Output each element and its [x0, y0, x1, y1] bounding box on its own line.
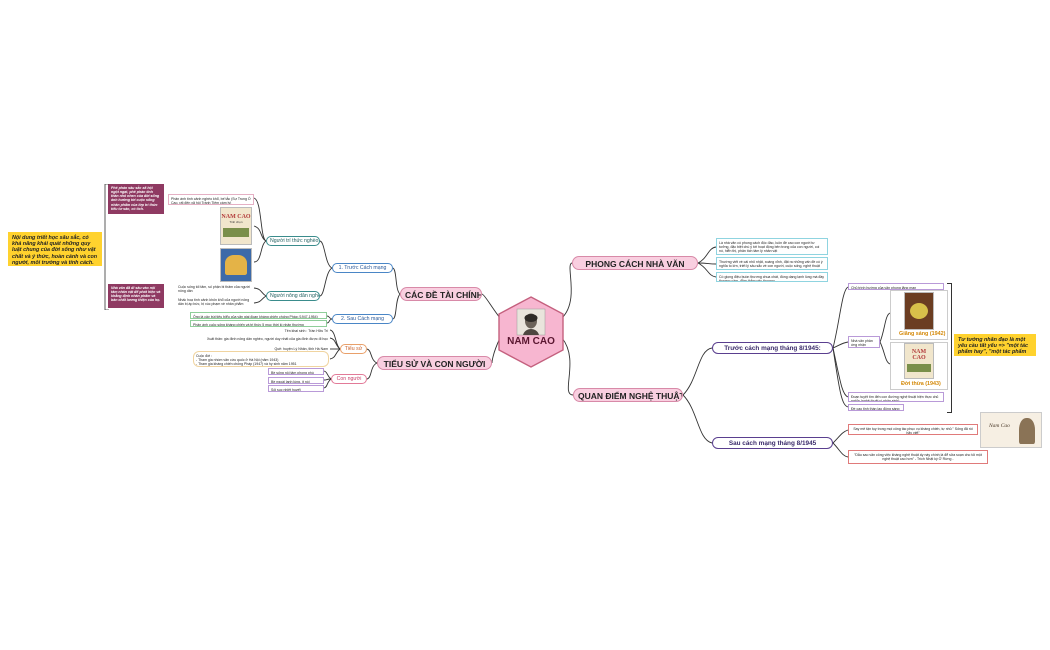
doi-thua-caption: Đời thừa (1943) — [901, 381, 941, 387]
doi-thua-cover-image: NAM CAO — [904, 343, 934, 379]
leaf-cn-3: Sôi sục nhiệt huyết — [268, 385, 324, 392]
leaf-cn-2: Bề ngoài lạnh lùng, ít nói — [268, 377, 324, 384]
leaf-sau-1: Ông là cây bút tiêu biểu của văn giai đo… — [190, 312, 327, 319]
link-center-phongcach — [561, 262, 573, 319]
node-tri-thuc-ngheo[interactable]: Người trí thức nghèo — [266, 236, 320, 246]
node-sau-cm-8[interactable]: Sau cách mạng tháng 8/1945 — [712, 437, 833, 449]
link-center-tieusu — [491, 337, 501, 364]
magenta-note-1: Phê phán sâu sắc xã hội ngột ngạt, phê p… — [108, 184, 164, 214]
yellow-note-left: Nội dung triết học sâu sắc, có khả năng … — [8, 232, 102, 266]
signature-image: Nam Cao — [980, 412, 1042, 448]
center-hexagon[interactable] — [497, 296, 565, 368]
book-cover-image-2 — [220, 248, 252, 282]
book-cover-title: NAM CAO — [221, 214, 251, 221]
leaf-pc-3: Có giọng điệu buồn thương chua chát, đồn… — [716, 272, 828, 282]
leaf-sau-cm-2: "Dẫu sao văn công việc kháng nghệ thuật … — [848, 450, 988, 464]
leaf-cn-1: Bề sống nội tâm phong phú — [268, 368, 324, 375]
branch-tieu-su[interactable]: TIỂU SỬ VÀ CON NGƯỜI — [377, 356, 492, 370]
leaf-tr-1: Chủ trình hướng của văn phong lãng mạn — [848, 283, 944, 290]
leaf-pc-2: Thường viết về cái nhỏ nhặt, xoàng xĩnh,… — [716, 257, 828, 270]
leaf-ts-1: Tên khai sinh : Trần Hữu Tri — [284, 328, 328, 333]
signature-text: Nam Cao — [989, 423, 1010, 429]
left-bracket — [104, 184, 109, 310]
leaf-tr-4: Đề cao tinh thần lao động sáng tạo — [848, 404, 904, 411]
doi-thua-cover-title: NAM CAO — [911, 348, 927, 361]
node-tieu-su[interactable]: Tiểu sử — [340, 344, 367, 354]
giang-sang-caption: Giăng sáng (1942) — [899, 331, 946, 337]
book-cover-subtitle: Tinh chọn — [229, 220, 243, 225]
leaf-ts-4: Cuộc đời : - Tham gia nhóm văn cứu quốc … — [193, 351, 329, 367]
node-sau-cach-mang[interactable]: 2. Sau Cách mạng — [332, 314, 393, 324]
leaf-tri-thuc: Phản ánh tình cảnh nghèo khổ, bế tắc (Sự… — [168, 194, 254, 205]
leaf-nong-dan-2: Nhấc hoạ tình cảnh khốn khổ của người nô… — [178, 297, 250, 306]
leaf-nong-dan-1: Cuộc sống tối tăm, số phận bi thảm của n… — [178, 284, 250, 293]
leaf-tr-2: Nhà văn phản ứng nhận — [848, 336, 880, 348]
leaf-ts-3: Quê: huyện Lý Nhân, tỉnh Hà Nam — [274, 346, 328, 351]
magenta-note-2: Nhà văn đã đi sâu vào nội tâm nhân vật đ… — [108, 284, 164, 308]
node-con-nguoi[interactable]: Con người — [331, 374, 367, 384]
node-nong-dan-ngheo[interactable]: Người nông dân nghèo — [266, 291, 320, 301]
leaf-ts-2: Xuất thân: gia đình nông dân nghèo, ngườ… — [207, 336, 328, 341]
branch-phong-cach[interactable]: PHONG CÁCH NHÀ VĂN — [572, 256, 698, 270]
right-bracket — [947, 283, 952, 413]
leaf-pc-1: Là nhà văn có phong cách độc đáo, luôn đ… — [716, 238, 828, 255]
giang-sang-cover-image — [904, 292, 934, 330]
link-center-detai — [481, 293, 501, 319]
leaf-sau-cm-1: Say mê tận tụy trong mọi công tác phục v… — [848, 424, 978, 435]
node-truoc-cach-mang[interactable]: 1. Trước Cách mạng — [332, 263, 393, 273]
branch-quan-diem[interactable]: QUAN ĐIỂM NGHỆ THUẬT — [573, 388, 683, 402]
book-cover-image: NAM CAO Tinh chọn — [220, 207, 252, 245]
link-center-quandiem — [561, 337, 574, 396]
leaf-tr-3: Đoạn tuyệt tìm đến con đường nghệ thuật … — [848, 392, 944, 402]
center-title: NAM CAO — [507, 336, 555, 347]
yellow-note-right: Tư tưởng nhân đạo là một yêu cầu tất yếu… — [954, 334, 1036, 356]
branch-de-tai[interactable]: CÁC ĐỀ TÀI CHÍNH — [400, 287, 482, 301]
leaf-sau-2: Phản ánh cuộc sống kháng chiến và tri th… — [190, 320, 327, 327]
node-truoc-cm-8[interactable]: Trước cách mạng tháng 8/1945: — [712, 342, 833, 354]
